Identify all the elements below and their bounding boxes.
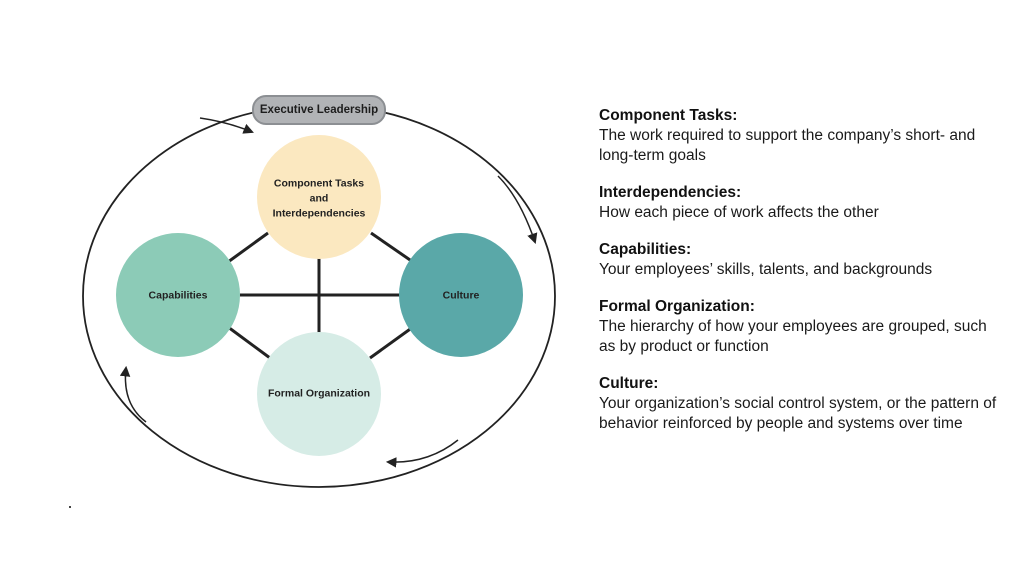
line-tasks-culture	[370, 231, 414, 264]
legend-title: Component Tasks:	[599, 107, 738, 124]
capabilities-circle	[116, 233, 240, 357]
legend-title: Culture:	[599, 375, 659, 392]
executive-leadership-label: Executive Leadership	[259, 104, 379, 116]
line-tasks-capabilities	[227, 231, 269, 264]
formal-organization-label: Formal Organization	[267, 387, 371, 400]
legend-item-component-tasks: Component Tasks: The work required to su…	[599, 106, 999, 166]
arrow-top-right	[497, 175, 538, 244]
component-tasks-circle	[257, 135, 381, 259]
executive-leadership-pill: Executive Leadership	[252, 95, 386, 125]
legend: Component Tasks: The work required to su…	[599, 106, 999, 451]
legend-description: Your employees’ skills, talents, and bac…	[599, 261, 933, 278]
arrow-bottom-left	[119, 365, 147, 423]
formal-organization-circle	[257, 332, 381, 456]
legend-description: The work required to support the company…	[599, 127, 976, 164]
component-tasks-label: Component Tasks and Interdependencies	[272, 177, 366, 220]
legend-item-capabilities: Capabilities: Your employees’ skills, ta…	[599, 240, 999, 280]
cycle-arrows	[119, 117, 538, 468]
stray-dot	[69, 506, 71, 508]
legend-description: Your organization’s social control syste…	[599, 395, 997, 432]
arrow-top-left	[199, 117, 254, 134]
culture-circle	[399, 233, 523, 357]
legend-title: Interdependencies:	[599, 184, 742, 201]
culture-label: Culture	[442, 289, 480, 302]
capabilities-label: Capabilities	[148, 289, 208, 302]
legend-description: How each piece of work affects the other	[599, 204, 879, 221]
legend-item-formal-organization: Formal Organization: The hierarchy of ho…	[599, 297, 999, 357]
legend-title: Formal Organization:	[599, 298, 755, 315]
arrow-bottom-right	[385, 439, 459, 468]
legend-item-interdependencies: Interdependencies: How each piece of wor…	[599, 183, 999, 223]
line-culture-organization	[369, 325, 414, 360]
line-capabilities-organization	[227, 325, 271, 360]
legend-title: Capabilities:	[599, 241, 692, 258]
connector-lines	[227, 231, 414, 360]
legend-item-culture: Culture: Your organization’s social cont…	[599, 374, 999, 434]
legend-description: The hierarchy of how your employees are …	[599, 318, 987, 355]
